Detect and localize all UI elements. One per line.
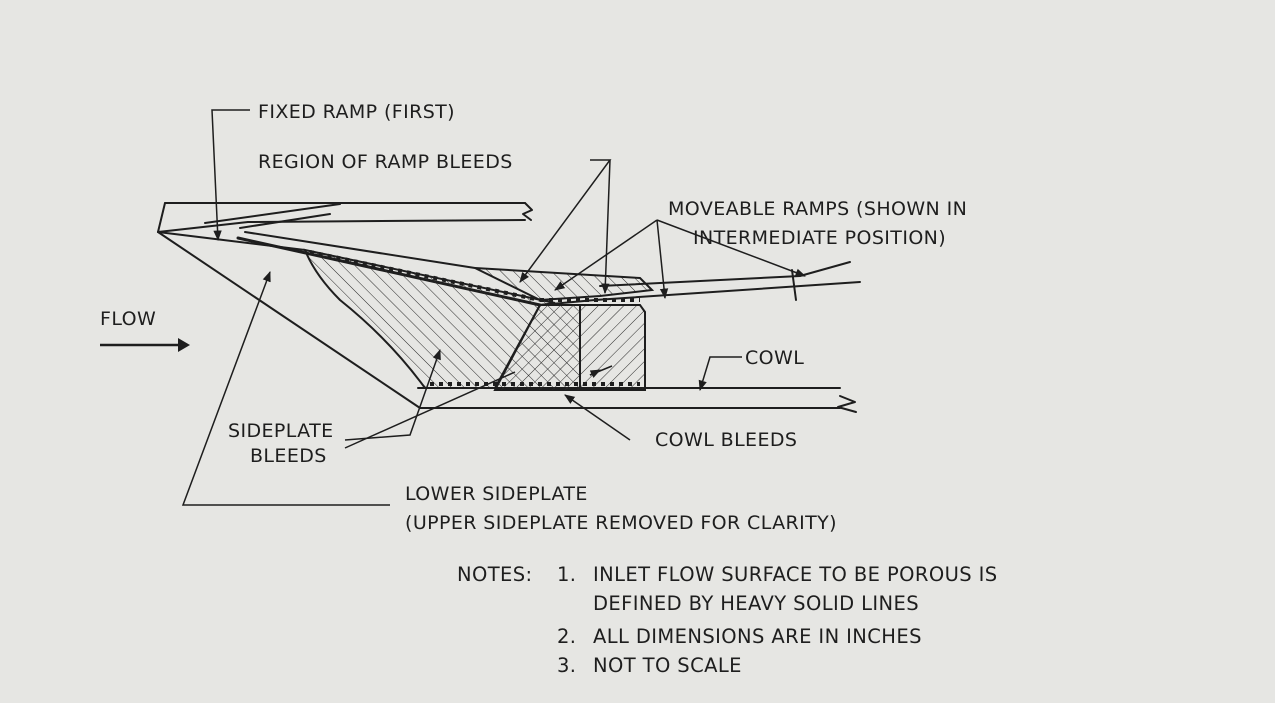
label-fixed-ramp: FIXED RAMP (FIRST) — [258, 101, 455, 123]
crosshatch-overlay — [495, 305, 580, 390]
label-ramp-bleeds: REGION OF RAMP BLEEDS — [258, 151, 513, 173]
fixed-ramp — [157, 202, 533, 233]
note-text: INLET FLOW SURFACE TO BE POROUS IS — [593, 563, 998, 586]
label-sideplate-bleeds-line1: SIDEPLATE — [228, 420, 334, 442]
label-moveable-ramps-line1: MOVEABLE RAMPS (SHOWN IN — [668, 198, 967, 220]
label-flow: FLOW — [100, 308, 156, 330]
note-number: 3. — [557, 654, 577, 677]
label-sideplate-bleeds-line2: BLEEDS — [250, 445, 327, 467]
note-text: DEFINED BY HEAVY SOLID LINES — [593, 592, 920, 615]
note-number: 2. — [557, 625, 577, 648]
label-lower-sideplate-line2: (UPPER SIDEPLATE REMOVED FOR CLARITY) — [405, 512, 837, 534]
moveable-ramp-block — [579, 304, 646, 391]
sideplate-bleed-region — [303, 248, 556, 389]
label-cowl: COWL — [745, 347, 804, 369]
leader-lines — [181, 109, 806, 506]
flow-arrow — [100, 338, 190, 352]
note-text: NOT TO SCALE — [593, 654, 742, 677]
note-text: ALL DIMENSIONS ARE IN INCHES — [593, 625, 922, 648]
label-moveable-ramps-line2: INTERMEDIATE POSITION) — [693, 227, 946, 249]
bleed-perforations — [309, 250, 640, 386]
label-lower-sideplate-line1: LOWER SIDEPLATE — [405, 483, 588, 505]
note-number: 1. — [557, 563, 577, 586]
notes-heading: NOTES: — [457, 563, 533, 586]
label-cowl-bleeds: COWL BLEEDS — [655, 429, 797, 451]
